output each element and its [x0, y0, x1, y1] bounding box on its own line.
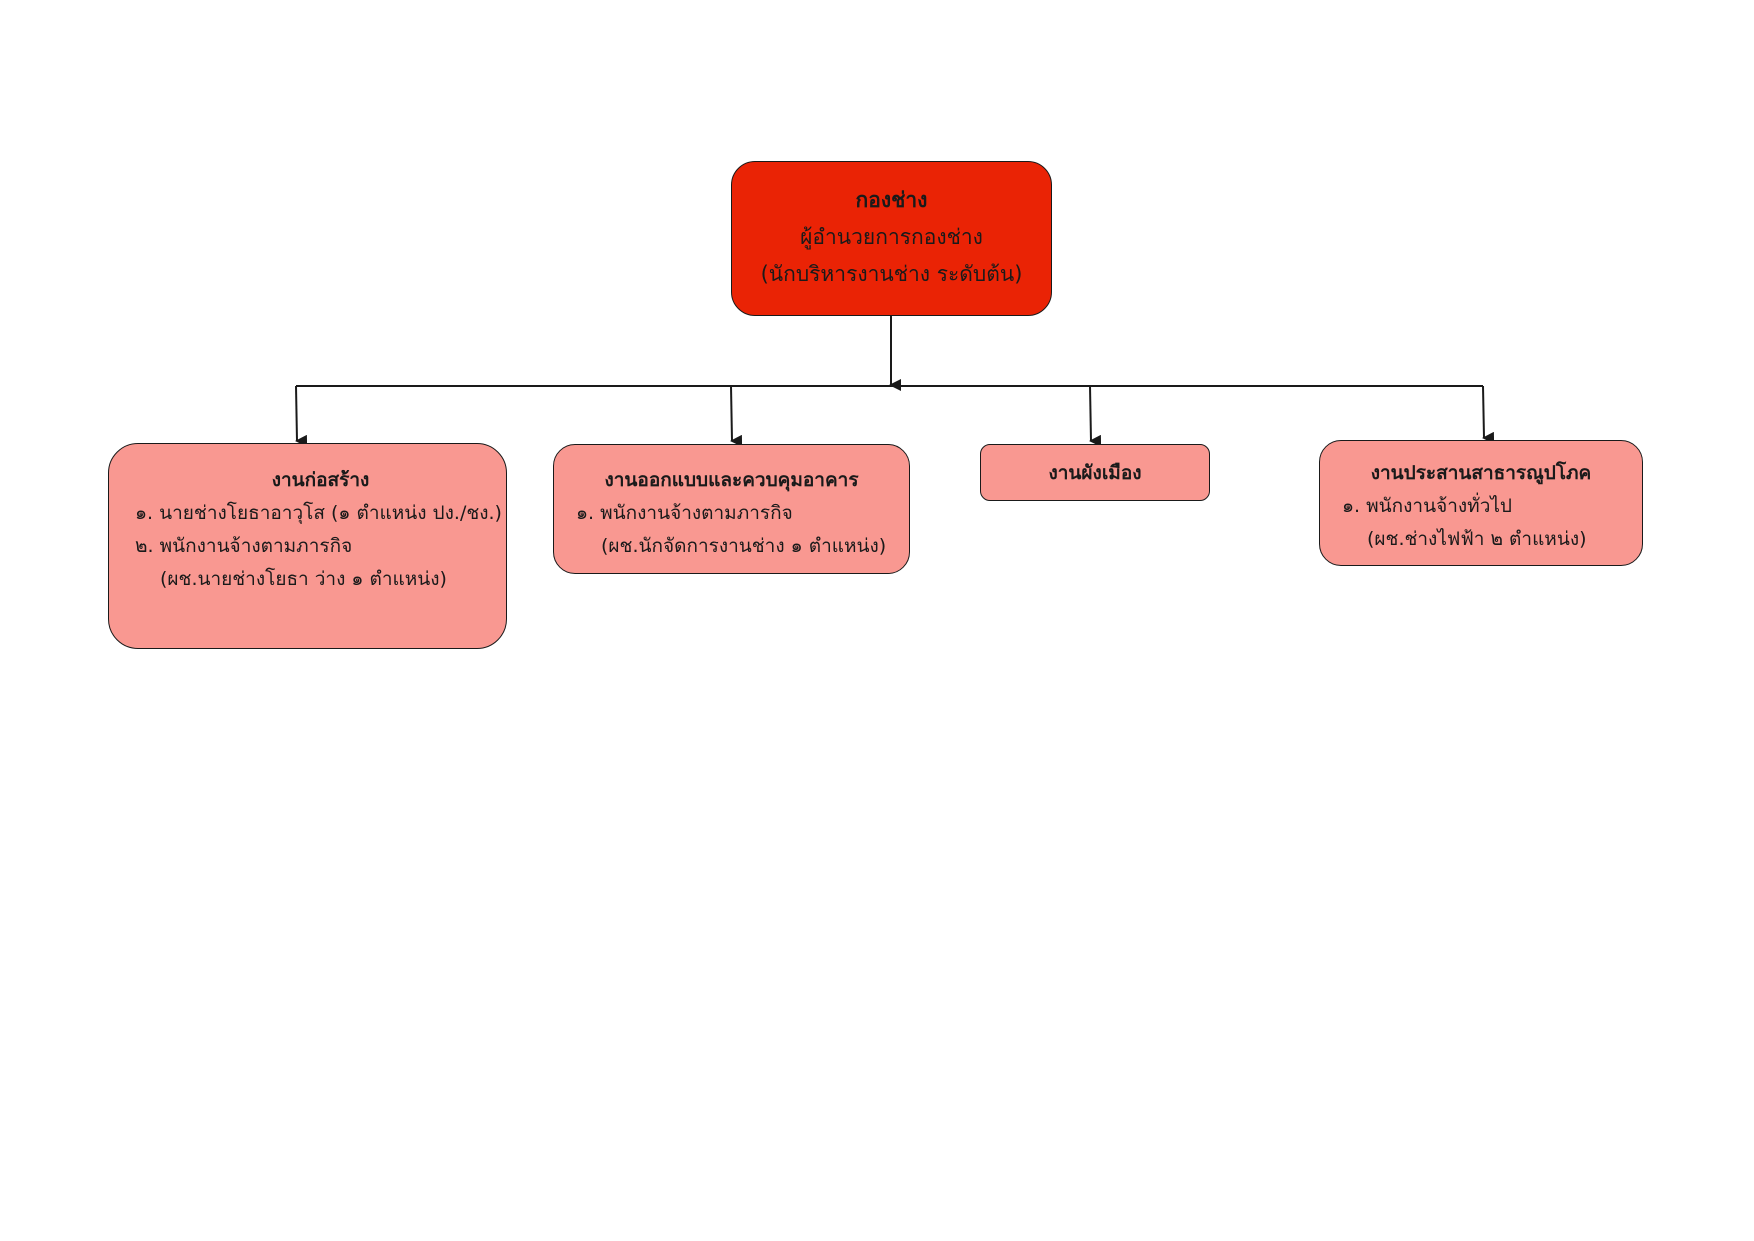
- box-construction-work: งานก่อสร้าง ๑. นายช่างโยธาอาวุโส (๑ ตำแห…: [108, 443, 507, 649]
- design-line-1: ๑. พนักงานจ้างตามภารกิจ: [576, 502, 793, 524]
- utilities-line-1: ๑. พนักงานจ้างทั่วไป: [1342, 495, 1512, 517]
- planning-title: งานผังเมือง: [1048, 462, 1142, 484]
- construction-line-2: ๒. พนักงานจ้างตามภารกิจ: [135, 535, 353, 557]
- root-level: (นักบริหารงานช่าง ระดับต้น): [760, 262, 1023, 286]
- construction-line-1: ๑. นายช่างโยธาอาวุโส (๑ ตำแหน่ง ปง./ชง.): [135, 502, 502, 524]
- root-box-engineering-division: กองช่าง ผู้อำนวยการกองช่าง (นักบริหารงาน…: [731, 161, 1052, 316]
- box-design-building-control: งานออกแบบและควบคุมอาคาร ๑. พนักงานจ้างตา…: [553, 444, 910, 574]
- box-public-utilities: งานประสานสาธารณูปโภค ๑. พนักงานจ้างทั่วไ…: [1319, 440, 1643, 566]
- design-line-2: (ผช.นักจัดการงานช่าง ๑ ตำแหน่ง): [601, 535, 887, 557]
- box-city-planning: งานผังเมือง: [980, 444, 1210, 501]
- arrow-to-design: [730, 385, 743, 447]
- construction-title: งานก่อสร้าง: [271, 469, 370, 491]
- utilities-line-2: (ผช.ช่างไฟฟ้า ๒ ตำแหน่ง): [1367, 528, 1587, 550]
- root-position: ผู้อำนวยการกองช่าง: [800, 225, 983, 249]
- design-title: งานออกแบบและควบคุมอาคาร: [604, 469, 859, 491]
- root-title: กองช่าง: [855, 188, 928, 212]
- construction-line-3: (ผช.นายช่างโยธา ว่าง ๑ ตำแหน่ง): [160, 568, 447, 590]
- utilities-title: งานประสานสาธารณูปโภค: [1370, 462, 1592, 484]
- arrow-to-utilities: [1482, 385, 1495, 444]
- arrow-to-planning: [1089, 385, 1102, 447]
- arrow-to-construction: [295, 385, 308, 447]
